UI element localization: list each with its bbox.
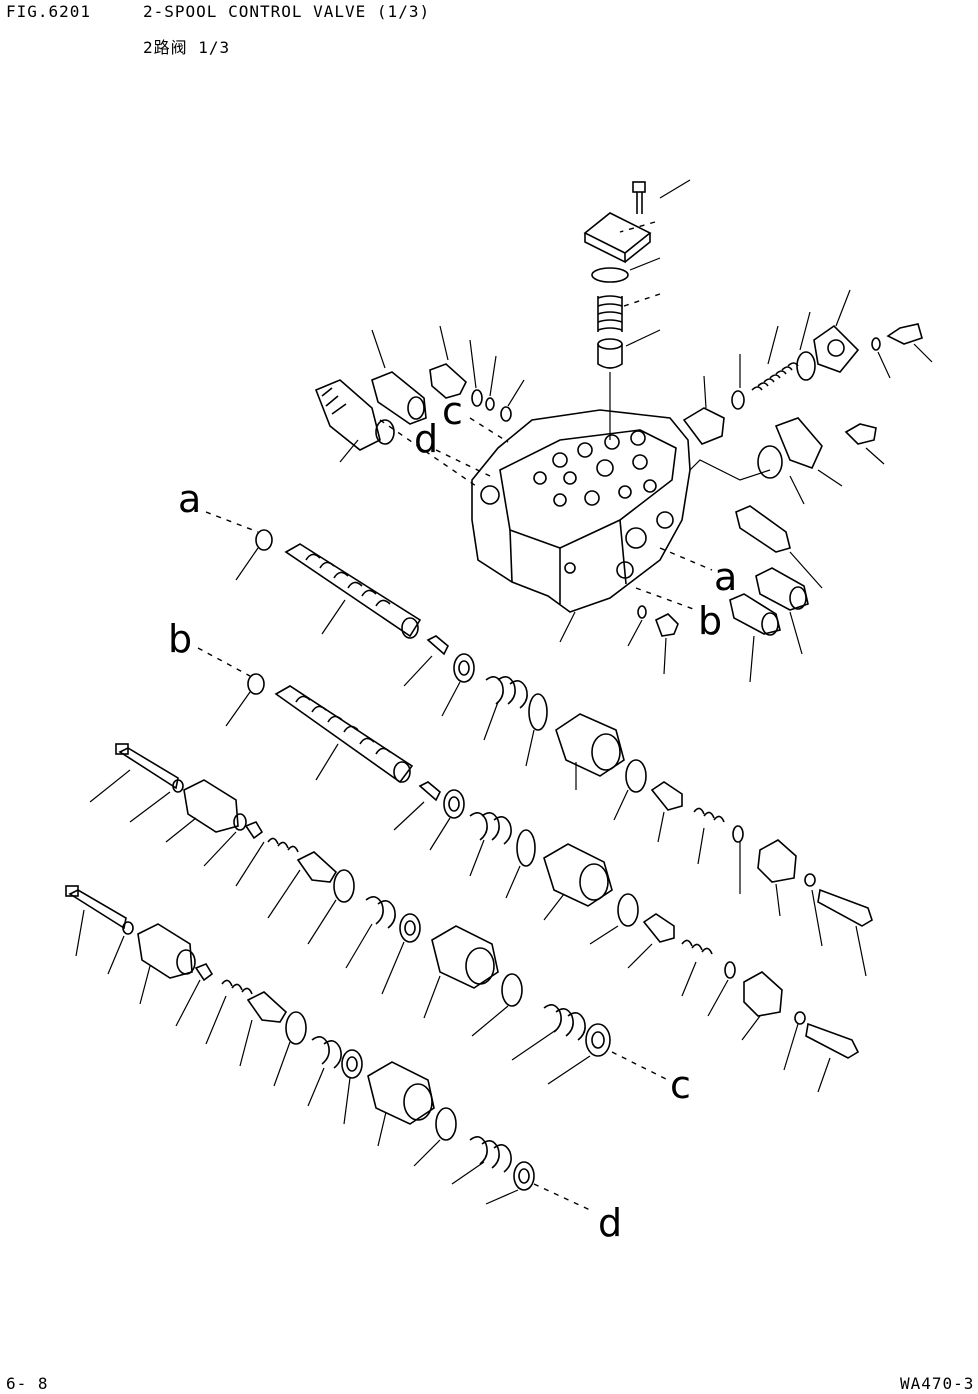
model-number: WA470-3 [900,1374,975,1393]
figure-number: FIG.6201 [6,2,92,21]
right-shuttle-parts [627,505,823,683]
callout-c-upper: c [442,389,463,433]
spool-b [225,673,465,851]
relief-valve-left [314,379,395,463]
page-number: 6- 8 [6,1374,49,1393]
figure-subtitle: 2路阀 1/3 [143,38,231,57]
callout-a-lower: a [714,555,737,599]
relief-valve-right [371,329,427,425]
top-cover-assembly [583,179,691,440]
callout-b-upper: b [168,617,192,661]
top-spring [597,295,623,332]
valve-body [471,409,691,643]
top-plug [597,338,623,369]
spool-a-springcase [483,676,873,977]
figure-title: 2-SPOOL CONTROL VALVE (1/3) [143,2,431,21]
guide-lines [197,417,713,1211]
spool-a [235,529,475,717]
right-valve-parts [682,289,933,445]
spool-b-springcase [469,812,860,1093]
callout-a-upper: a [178,477,201,521]
left-cover-lower [65,885,535,1205]
callout-c-lower: c [670,1063,691,1107]
top-bolt [632,181,646,214]
callout-d-lower: d [598,1201,622,1245]
relief-valve-plug [429,325,525,422]
right-mid-cover [689,417,885,505]
callout-b-lower: b [698,599,722,643]
c-end-group [511,1004,611,1085]
left-cover-upper [89,743,523,1037]
top-o-ring [591,267,629,283]
top-cover-plate [583,212,652,264]
callout-d-upper: d [414,417,438,461]
